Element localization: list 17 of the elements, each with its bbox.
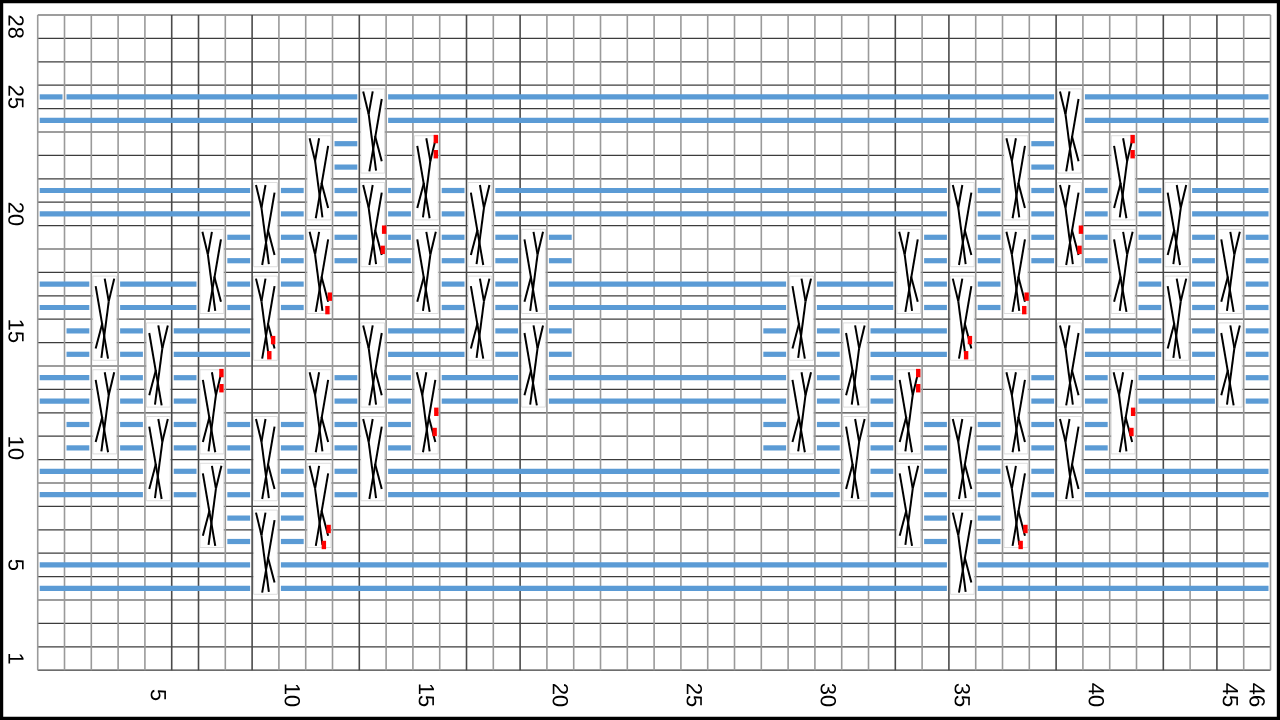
row-number: 20 bbox=[8, 202, 24, 226]
column-number: 25 bbox=[686, 683, 703, 707]
column-number: 20 bbox=[552, 683, 569, 707]
row-number: 15 bbox=[8, 320, 24, 343]
column-number: 10 bbox=[284, 684, 301, 707]
row-number: 25 bbox=[8, 85, 24, 109]
column-number: 35 bbox=[954, 683, 971, 707]
row-number: 28 bbox=[8, 15, 24, 38]
column-number: 45 bbox=[1222, 683, 1238, 707]
row-number: 5 bbox=[8, 559, 24, 571]
column-number: 15 bbox=[418, 684, 434, 707]
column-number: 46 bbox=[1249, 683, 1265, 707]
column-number: 5 bbox=[150, 689, 166, 701]
row-number: 1 bbox=[8, 654, 24, 664]
column-number: 40 bbox=[1088, 683, 1105, 707]
row-number: 10 bbox=[8, 437, 24, 460]
column-number: 30 bbox=[820, 683, 837, 707]
